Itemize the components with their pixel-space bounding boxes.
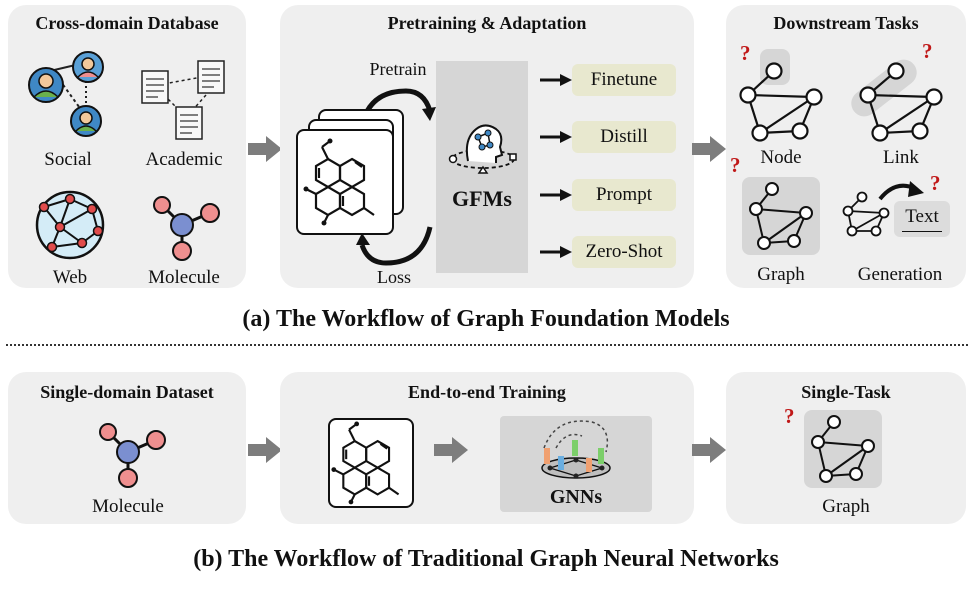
single-domain-dataset-panel: Single-domain Dataset Molecule xyxy=(8,372,246,524)
academic-label: Academic xyxy=(145,149,223,170)
loss-label: Loss xyxy=(376,267,411,287)
distill-option: Distill xyxy=(572,121,676,153)
graph-label: Graph xyxy=(822,496,870,517)
academic-document-icon xyxy=(141,60,225,140)
chemical-structure-icon xyxy=(303,138,375,226)
end-to-end-training-panel: End-to-end Training GN xyxy=(280,372,694,524)
loss-curved-arrow-icon xyxy=(356,226,433,266)
molecule-label: Molecule xyxy=(92,496,164,517)
black-arrow-icon xyxy=(540,74,572,86)
question-mark: ? xyxy=(930,171,941,195)
generation-label: Generation xyxy=(857,264,943,285)
molecule-icon xyxy=(99,423,166,488)
panel-title: End-to-end Training xyxy=(408,382,566,402)
caption-a: (a) The Workflow of Graph Foundation Mod… xyxy=(242,306,730,332)
text-underline xyxy=(902,231,942,232)
social-network-icon xyxy=(28,51,104,137)
web-label: Web xyxy=(52,267,88,288)
brain-network-icon xyxy=(448,124,517,174)
question-mark: ? xyxy=(740,41,751,65)
gfms-label: GFMs xyxy=(452,186,512,211)
generated-text-box: Text xyxy=(894,201,950,237)
section-divider xyxy=(6,344,968,346)
chemical-structure-icon xyxy=(331,421,400,505)
graph-label: Graph xyxy=(757,264,805,285)
black-arrow-icon xyxy=(540,131,572,143)
zero-shot-option: Zero-Shot xyxy=(572,236,676,268)
gnns-label: GNNs xyxy=(549,486,603,508)
generation-graph-icon xyxy=(842,191,890,237)
panel-title: Pretraining & Adaptation xyxy=(387,13,587,33)
black-arrow-icon xyxy=(540,246,572,258)
question-mark: ? xyxy=(730,153,741,177)
link-task-graph-icon xyxy=(859,62,943,142)
prompt-option: Prompt xyxy=(572,179,676,211)
web-globe-icon xyxy=(35,190,105,260)
question-mark: ? xyxy=(784,404,795,428)
gray-arrow-icon xyxy=(248,136,282,162)
panel-title: Downstream Tasks xyxy=(773,13,919,33)
finetune-option: Finetune xyxy=(572,64,676,96)
panel-title: Cross-domain Database xyxy=(35,13,219,33)
gray-arrow-icon xyxy=(248,437,282,463)
link-label: Link xyxy=(883,147,919,168)
generated-text: Text xyxy=(905,206,939,227)
molecule-label: Molecule xyxy=(148,267,220,288)
graph-task-graph-icon xyxy=(811,415,875,483)
panel-title: Single-Task xyxy=(801,382,891,402)
molecule-icon xyxy=(153,196,220,261)
graph-task-graph-icon xyxy=(749,182,813,250)
gnn-layers-icon xyxy=(541,420,611,479)
panel-title: Single-domain Dataset xyxy=(40,382,214,402)
black-arrow-icon xyxy=(540,189,572,201)
pretrain-label: Pretrain xyxy=(369,59,427,79)
node-task-graph-icon xyxy=(739,62,823,142)
generation-curved-arrow-icon xyxy=(878,181,924,201)
single-task-panel: Single-Task ? Graph xyxy=(726,372,966,524)
gfm-column xyxy=(436,61,528,273)
cross-domain-database-panel: Cross-domain Database Social xyxy=(8,5,246,288)
pretraining-adaptation-panel: Pretraining & Adaptation Pretrain Loss xyxy=(280,5,694,288)
gray-arrow-icon xyxy=(692,437,726,463)
caption-b: (b) The Workflow of Traditional Graph Ne… xyxy=(193,546,779,572)
node-label: Node xyxy=(760,147,802,168)
gray-arrow-icon xyxy=(692,136,726,162)
gray-arrow-icon xyxy=(434,437,468,463)
downstream-tasks-panel: Downstream Tasks ? Node ? Link ? xyxy=(726,5,966,288)
question-mark: ? xyxy=(922,39,933,63)
social-label: Social xyxy=(44,149,92,170)
pretrain-curved-arrow-icon xyxy=(359,88,436,126)
